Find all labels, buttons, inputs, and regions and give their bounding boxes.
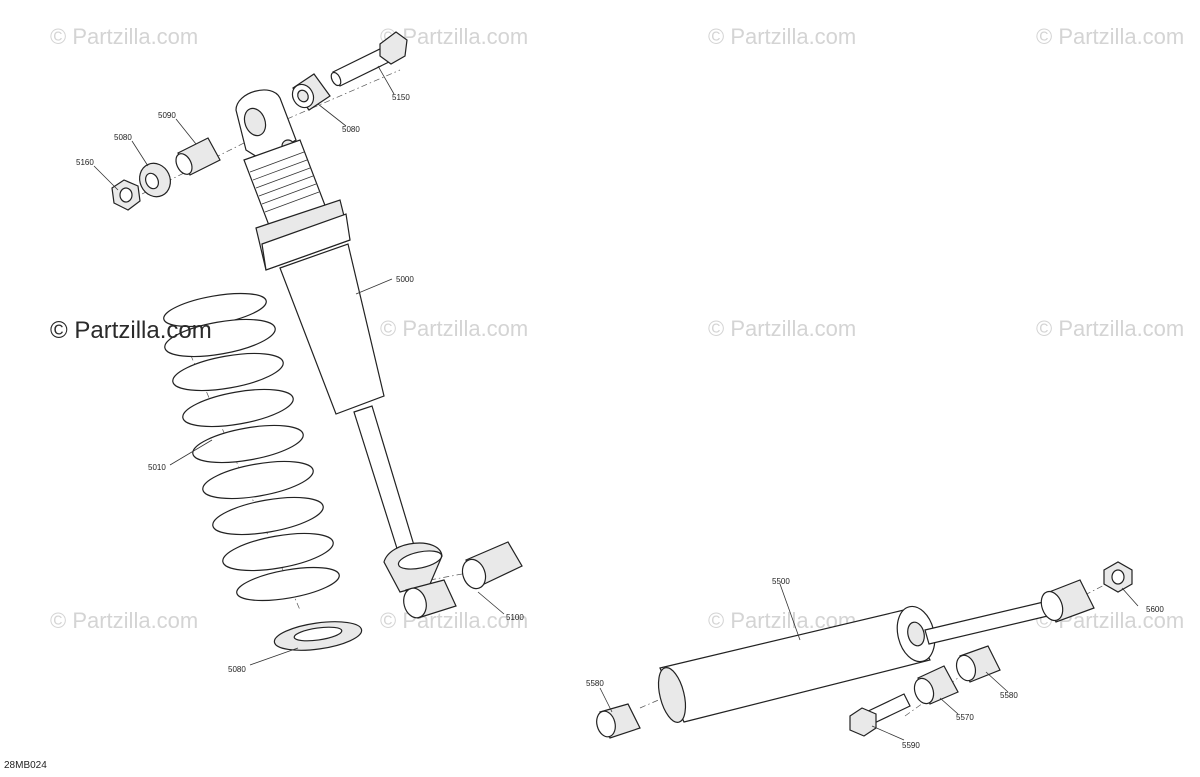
watermark: © Partzilla.com: [708, 316, 856, 341]
watermark: © Partzilla.com: [1036, 24, 1184, 49]
callout-5160[interactable]: 5160: [76, 158, 94, 167]
watermark: © Partzilla.com: [50, 24, 198, 49]
callout-5080-top[interactable]: 5080: [342, 125, 360, 134]
callout-5150[interactable]: 5150: [392, 93, 410, 102]
callout-5580-right[interactable]: 5580: [1000, 691, 1018, 700]
callout-5100[interactable]: 5100: [506, 613, 524, 622]
callout-5570[interactable]: 5570: [956, 713, 974, 722]
watermark: © Partzilla.com: [1036, 316, 1184, 341]
watermark: © Partzilla.com: [50, 608, 198, 633]
drawing-reference: 28MB024: [4, 760, 47, 771]
spring-preload-thread: [249, 151, 320, 213]
bushing-5100[interactable]: [400, 541, 523, 620]
spacer-5580-left[interactable]: [594, 703, 641, 739]
watermark-layer: © Partzilla.com © Partzilla.com © Partzi…: [50, 24, 1184, 633]
callout-5600[interactable]: 5600: [1146, 605, 1164, 614]
bolt-axis-line: [904, 654, 991, 717]
nut-5160[interactable]: [111, 179, 141, 211]
watermark: © Partzilla.com: [708, 24, 856, 49]
watermark: © Partzilla.com: [380, 316, 528, 341]
callout-5080-bottom[interactable]: 5080: [228, 665, 246, 674]
left-mount-axis-line: [129, 139, 251, 201]
spacer-5580-right[interactable]: [953, 645, 1001, 683]
callout-5010[interactable]: 5010: [148, 463, 166, 472]
callout-labels: 5150 5080 5090 5080 5160 5000 5010 5100 …: [76, 93, 1164, 750]
shock-absorber-5000[interactable]: [235, 89, 443, 593]
bolt-5590[interactable]: [849, 693, 911, 737]
coil-spring-5010[interactable]: [161, 287, 341, 607]
callout-5000[interactable]: 5000: [396, 275, 414, 284]
spacer-5080-top[interactable]: [288, 73, 331, 111]
spring-retainer-5080[interactable]: [273, 617, 364, 655]
nut-5600[interactable]: [1103, 561, 1133, 593]
shock-absorber-5500[interactable]: [654, 579, 1095, 725]
main-watermark: © Partzilla.com: [50, 317, 212, 344]
callout-5080-left[interactable]: 5080: [114, 133, 132, 142]
callout-5580-left[interactable]: 5580: [586, 679, 604, 688]
callout-leader-lines: [93, 65, 1139, 741]
callout-5590[interactable]: 5590: [902, 741, 920, 750]
washer-5080-left[interactable]: [134, 158, 176, 201]
bushing-5090[interactable]: [173, 137, 221, 177]
watermark: © Partzilla.com: [380, 608, 528, 633]
callout-5500[interactable]: 5500: [772, 577, 790, 586]
bushing-5570[interactable]: [911, 665, 959, 706]
callout-5090[interactable]: 5090: [158, 111, 176, 120]
bolt-5150[interactable]: [329, 31, 408, 87]
